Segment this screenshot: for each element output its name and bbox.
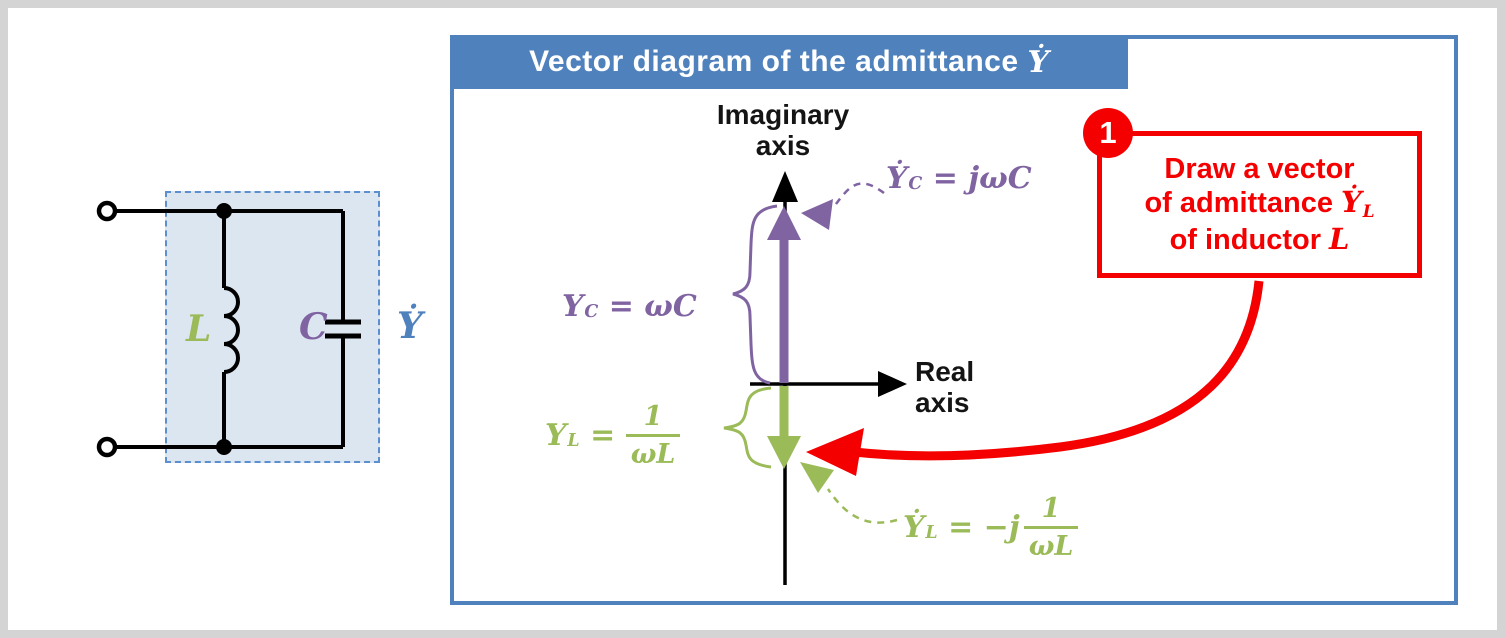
step-1-badge: 1 [1083, 108, 1133, 158]
inductor-label: L [186, 308, 212, 350]
panel-title-symbol: Ẏ [1027, 44, 1049, 80]
capacitor-label: C [299, 306, 328, 348]
terminal-top [96, 200, 118, 222]
terminal-bottom [96, 436, 118, 458]
admittance-label: Ẏ [397, 305, 423, 347]
panel-header: Vector diagram of the admittance Ẏ [450, 35, 1128, 89]
real-axis-label: Real axis [915, 356, 975, 418]
panel-title: Vector diagram of the admittance [529, 45, 1019, 78]
callout-line-1: Draw a vector [1164, 152, 1355, 185]
imaginary-axis-label: Imaginary axis [716, 99, 850, 161]
callout-line-3: of inductor L [1169, 221, 1350, 256]
